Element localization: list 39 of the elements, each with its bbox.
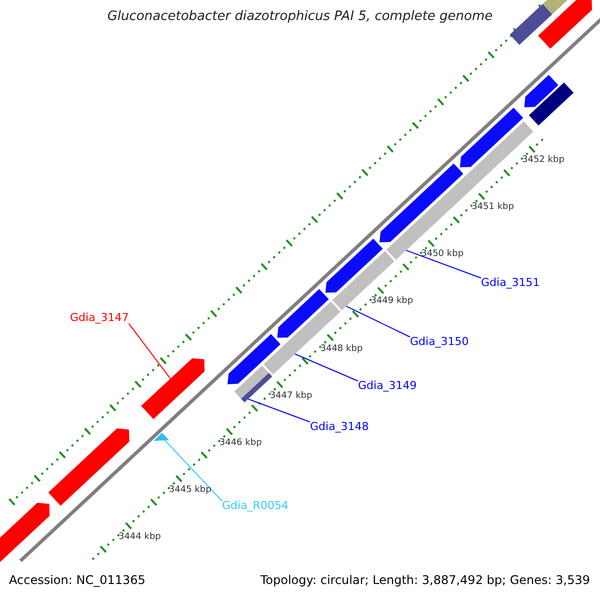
gene-feature: [141, 358, 205, 420]
tick-label: 3445 kbp: [168, 484, 212, 496]
tick-label: 3444 kbp: [118, 532, 161, 542]
tick-label: 3450 kbp: [421, 249, 464, 260]
tick-label: 3452 kbp: [522, 155, 564, 166]
gene-label: Gdia_R0054: [222, 500, 288, 513]
gene-feature: [380, 164, 464, 242]
gene-feature: [277, 289, 329, 338]
gene-bar: [528, 82, 574, 126]
gene-feature: [538, 0, 592, 49]
gene-feature: [228, 334, 280, 384]
title: Gluconacetobacter diazotrophicus PAI 5, complete genome: [106, 10, 494, 25]
leader-line: [406, 250, 482, 278]
tick-label: 3451 kbp: [472, 202, 514, 213]
gene-feature: [524, 74, 558, 108]
gene-label: Gdia_3148: [310, 421, 369, 434]
tick-label: 3446 kbp: [219, 438, 262, 448]
leader-line: [128, 323, 171, 380]
footer-text: Accession: NC_011365: [9, 574, 146, 588]
leader-line: [248, 398, 310, 422]
footer-text: Topology: circular; Length: 3,887,492 bp; Genes: 3,539: [260, 574, 590, 588]
gene-feature: [325, 238, 383, 293]
gene-bar: [153, 432, 169, 441]
gene-label: Gdia_3151: [481, 277, 540, 290]
gene-bar: [332, 251, 394, 310]
tick-label: 3447 kbp: [270, 390, 312, 401]
leader-line: [164, 438, 222, 502]
gene-bar: [234, 366, 269, 399]
gene-bar: [264, 302, 340, 374]
gene-label: Gdia_3149: [358, 380, 417, 393]
gene-label: Gdia_3150: [410, 336, 469, 349]
leader-line: [346, 306, 410, 338]
gene-feature: [460, 108, 524, 168]
gene-bar: [510, 4, 552, 45]
tick-label: 3448 kbp: [320, 344, 363, 354]
gene-label: Gdia_3147: [70, 312, 129, 325]
tick-label: 3449 kbp: [370, 296, 414, 307]
gene-feature: [48, 428, 130, 506]
leader-line: [294, 354, 358, 382]
